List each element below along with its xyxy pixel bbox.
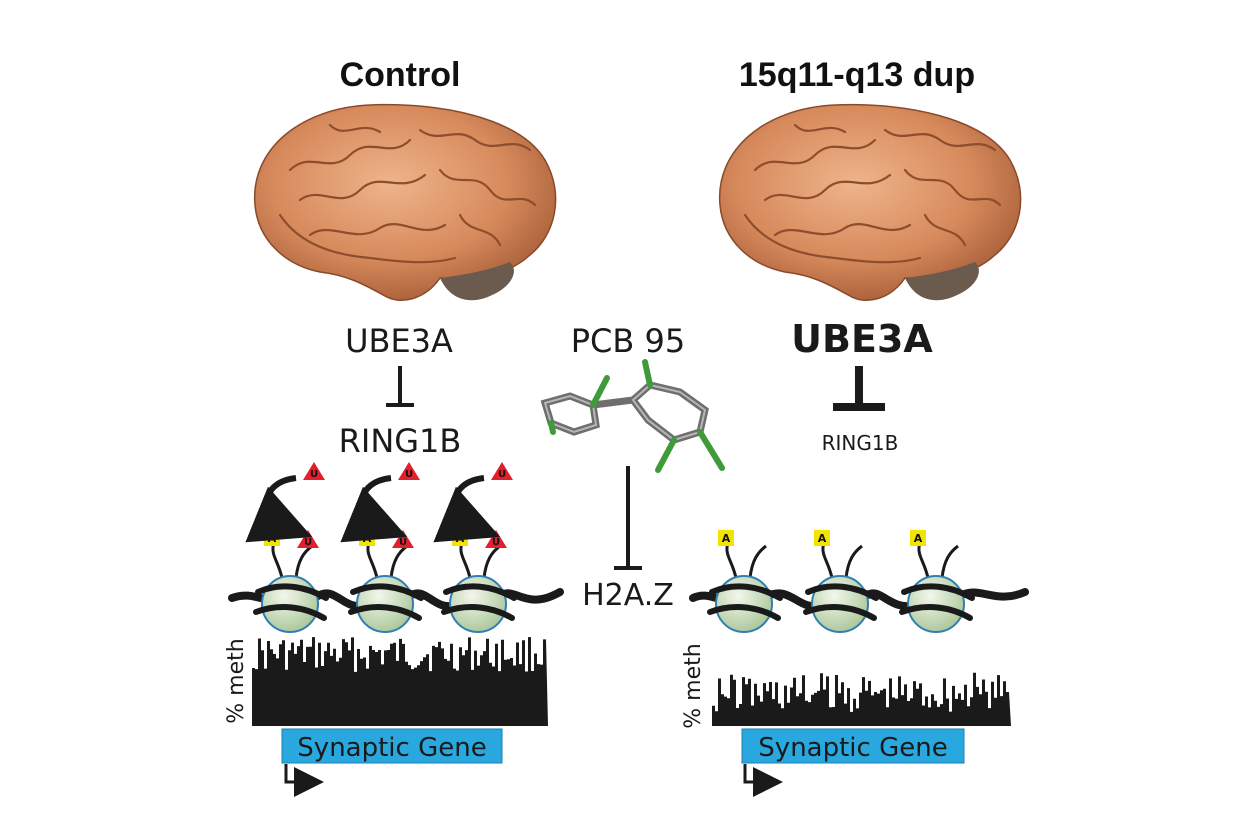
acetyl-mark [910, 530, 926, 546]
synaptic-gene-box-dup [741, 728, 965, 764]
meth-axis-label-dup: % meth [681, 643, 706, 728]
ubiquitin-mark-label: U [492, 537, 500, 548]
methylation-track-dup [712, 672, 1011, 726]
ubiquitin-mark [398, 462, 420, 480]
nucleosome-icon: A U U [340, 462, 424, 633]
ubiquitin-mark [303, 462, 325, 480]
ube3a-label-control: UBE3A [345, 322, 453, 360]
nucleosome-icon: A U U [245, 462, 329, 633]
nucleosome-icon: A U U [433, 462, 517, 633]
acetyl-mark [814, 530, 830, 546]
transfer-arrow-icon [245, 475, 313, 543]
nucleosome-icon: A [707, 530, 783, 633]
pcb95-label: PCB 95 [571, 322, 685, 360]
inhibition-symbol-dup [833, 366, 885, 411]
transcription-start-arrow-icon [284, 764, 324, 797]
meth-axis-label-control: % meth [224, 638, 249, 723]
synaptic-gene-label-control: Synaptic Gene [297, 733, 486, 763]
brain-icon [254, 103, 557, 301]
title-15q-dup: 15q11-q13 dup [739, 56, 975, 94]
ubiquitin-mark-label: U [405, 469, 413, 480]
transcription-start-arrow-icon [743, 764, 783, 797]
inhibition-symbol-pcb [614, 466, 642, 570]
acetyl-mark-label: A [818, 532, 827, 545]
transfer-arrow-icon [433, 475, 501, 543]
acetyl-mark-label: A [456, 532, 465, 545]
ubiquitin-mark-label: U [399, 537, 407, 548]
pcb95-molecule-icon [540, 359, 725, 473]
h2az-label: H2A.Z [582, 578, 674, 613]
ubiquitin-mark-label: U [310, 469, 318, 480]
acetyl-mark-label: A [268, 532, 277, 545]
ubiquitin-mark [491, 462, 513, 480]
methylation-track-control [252, 637, 548, 726]
acetyl-mark [718, 530, 734, 546]
dna-strand-dup [689, 588, 1029, 611]
dna-strand-control [228, 588, 564, 611]
title-control: Control [340, 56, 461, 94]
nucleosome-icon: A [803, 530, 879, 633]
inhibition-symbol-control [386, 366, 414, 407]
acetyl-mark-label: A [722, 532, 731, 545]
methylation-bars [712, 672, 1011, 726]
transfer-arrow-icon [340, 475, 408, 543]
synaptic-gene-box-control [281, 728, 503, 764]
ring1b-label-dup: RING1B [822, 431, 899, 455]
ube3a-label-dup: UBE3A [791, 317, 933, 361]
ring1b-label-control: RING1B [339, 422, 462, 460]
acetyl-mark-label: A [914, 532, 923, 545]
ubiquitin-mark-label: U [304, 537, 312, 548]
ubiquitin-mark-label: U [498, 469, 506, 480]
brain-icon [719, 103, 1022, 301]
nucleosome-icon: A [899, 530, 975, 633]
acetyl-mark-label: A [363, 532, 372, 545]
methylation-bars [252, 637, 548, 726]
synaptic-gene-label-dup: Synaptic Gene [758, 733, 947, 763]
